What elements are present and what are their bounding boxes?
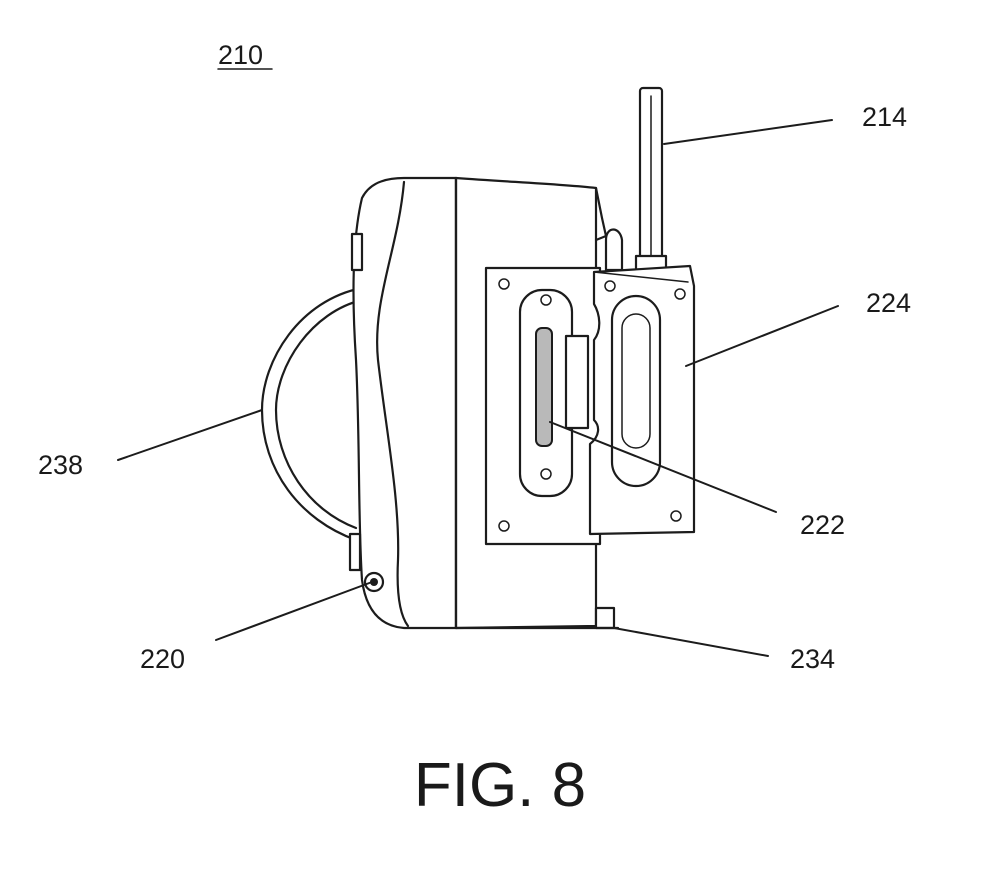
label-238: 238	[38, 450, 83, 480]
label-214: 214	[862, 102, 907, 132]
leader-238	[118, 410, 262, 460]
leader-224	[686, 306, 838, 366]
mounting-plate	[486, 268, 600, 544]
leader-234	[614, 628, 768, 656]
label-222: 222	[800, 510, 845, 540]
label-220: 220	[140, 644, 185, 674]
label-224: 224	[866, 288, 911, 318]
belt-clip	[590, 266, 694, 534]
label-234: 234	[790, 644, 835, 674]
figure-number-ref: 210	[218, 40, 272, 70]
card-slot	[536, 328, 552, 446]
figure-caption: FIG. 8	[414, 751, 586, 820]
carrying-handle	[262, 288, 362, 540]
figure-number-text: 210	[218, 40, 263, 70]
antenna	[606, 88, 666, 276]
leader-220	[216, 582, 372, 640]
leader-214	[664, 120, 832, 144]
